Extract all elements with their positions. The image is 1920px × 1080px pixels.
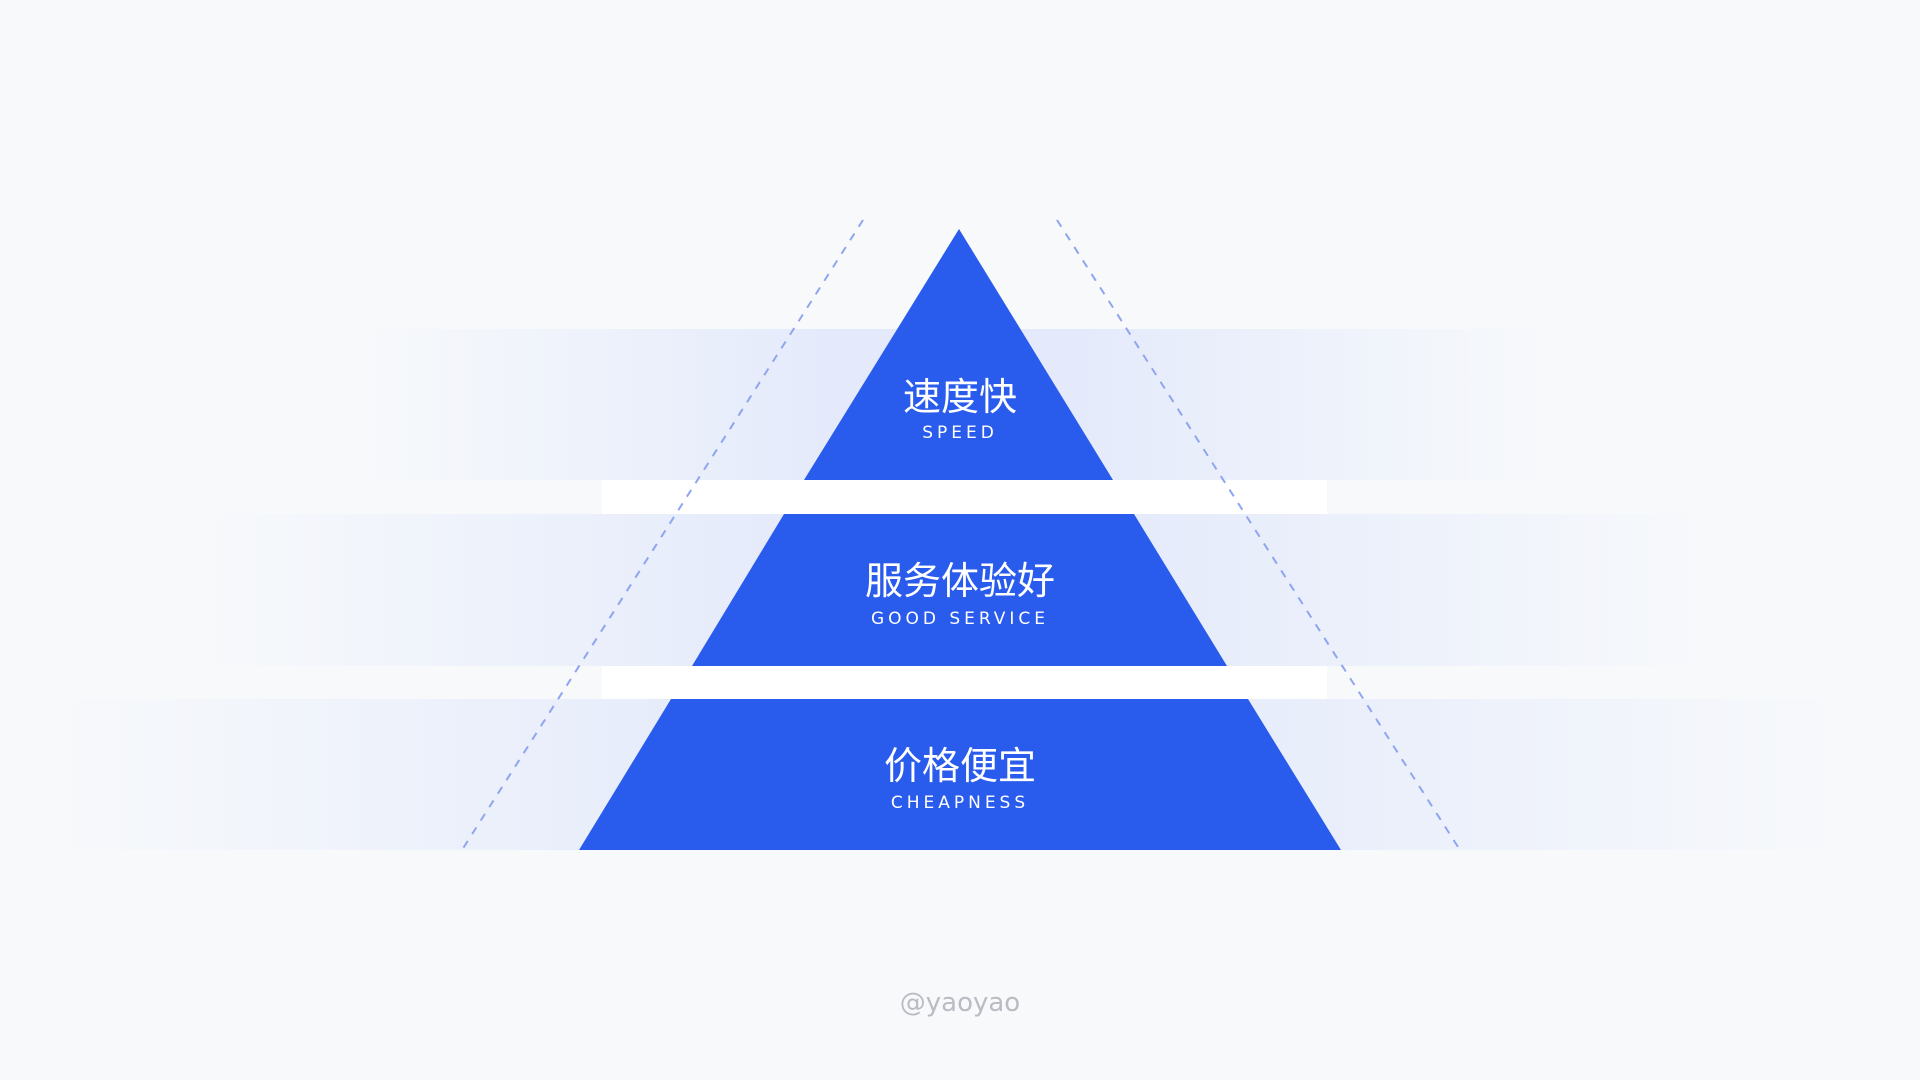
tier-bottom <box>579 699 1341 850</box>
gap-2 <box>602 666 1327 699</box>
tier-top-title: 速度快 <box>902 375 1017 419</box>
tier-middle-subtitle: GOOD SERVICE <box>870 609 1050 629</box>
watermark: @yaoyao <box>899 988 1021 1018</box>
tier-top <box>804 229 1113 480</box>
tier-bottom-title: 价格便宜 <box>883 744 1036 788</box>
tier-top-subtitle: SPEED <box>922 423 998 443</box>
tier-bottom-subtitle: CHEAPNESS <box>890 793 1030 813</box>
tier-middle-title: 服务体验好 <box>864 559 1055 603</box>
dashed-guide-right <box>1056 219 1461 851</box>
gap-1 <box>602 480 1327 514</box>
dashed-guide-left <box>461 219 864 851</box>
tier-middle <box>692 514 1227 666</box>
